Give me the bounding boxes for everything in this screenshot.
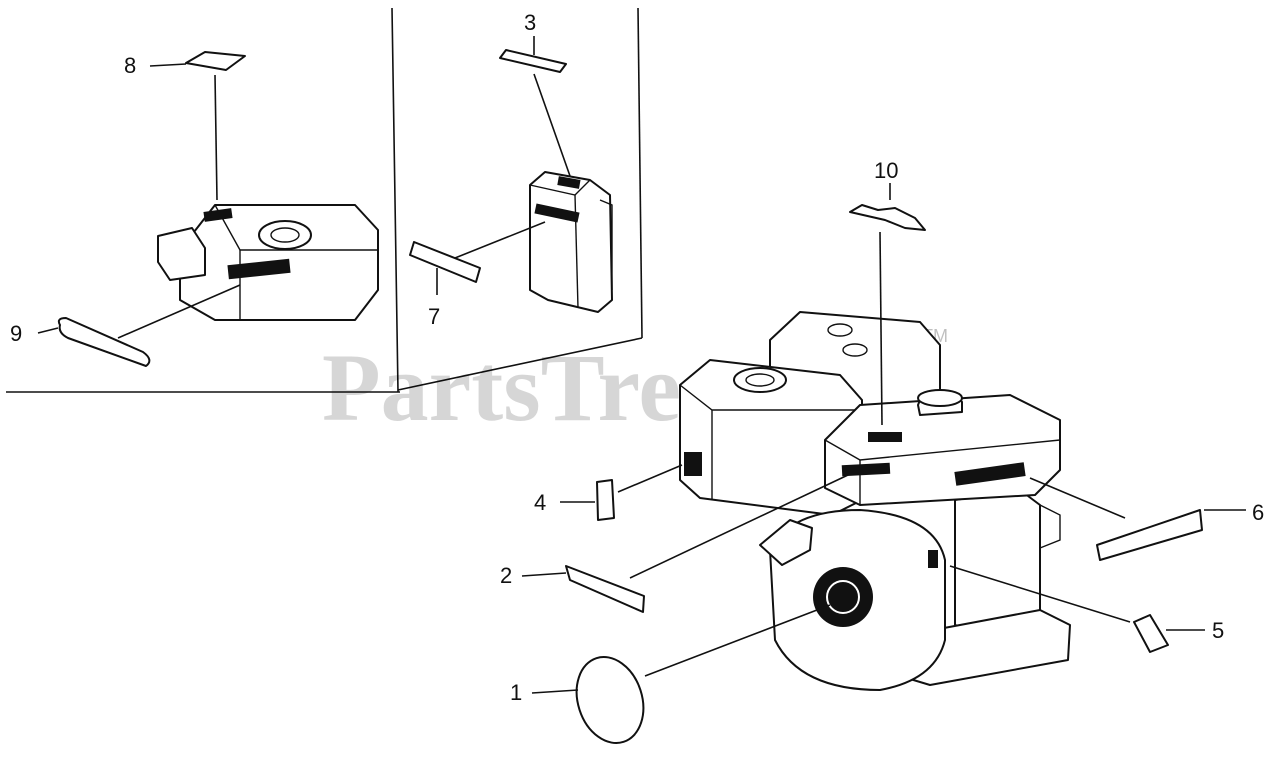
callout-9: 9 xyxy=(10,321,22,346)
decal-9 xyxy=(57,317,151,367)
callout-7: 7 xyxy=(428,304,440,329)
panel-borders xyxy=(6,7,643,393)
decal-1 xyxy=(575,656,645,744)
callout-3: 3 xyxy=(524,10,536,35)
callout-1: 1 xyxy=(510,680,522,705)
decal-5 xyxy=(1133,614,1169,653)
engine-assembly xyxy=(679,311,1071,691)
decal-10 xyxy=(849,204,926,231)
decal-6 xyxy=(1096,509,1203,561)
callout-2: 2 xyxy=(500,563,512,588)
decal-2 xyxy=(565,565,645,613)
callout-10: 10 xyxy=(874,158,898,183)
watermark-text: PartsTree xyxy=(322,334,724,441)
decal-7 xyxy=(409,241,481,283)
decal-8 xyxy=(185,51,246,71)
decal-4 xyxy=(596,479,615,521)
fuel-tank-variant-a xyxy=(157,204,379,321)
fuel-tank-variant-b xyxy=(529,171,613,313)
callout-6: 6 xyxy=(1252,500,1264,525)
decal-3 xyxy=(499,49,567,73)
callout-8: 8 xyxy=(124,53,136,78)
callout-5: 5 xyxy=(1212,618,1224,643)
callout-4: 4 xyxy=(534,490,546,515)
